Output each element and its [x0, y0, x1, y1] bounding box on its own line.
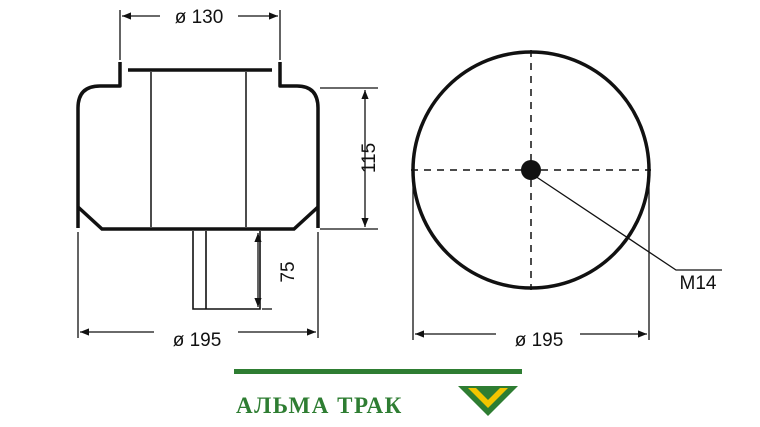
bellow-outline [76, 62, 320, 228]
leader-line-thread [534, 175, 722, 271]
dim-height: 115 [359, 143, 380, 173]
dim-top-diameter: ø 130 [175, 7, 224, 28]
brand-rule [234, 369, 522, 374]
side-view [76, 10, 378, 338]
dim-bottom-diameter-side: ø 195 [173, 330, 222, 351]
mounting-stud [192, 231, 261, 310]
chevron-logo-icon [458, 386, 518, 416]
dim-bottom-diameter-top: ø 195 [515, 330, 564, 351]
dim-stud-length: 75 [278, 261, 299, 282]
top-view [411, 50, 722, 340]
brand-name: АЛЬМА ТРАК [236, 393, 403, 418]
brand-block: АЛЬМА ТРАК [234, 369, 522, 418]
piston-bottom [76, 205, 320, 231]
dim-thread: M14 [680, 273, 717, 294]
thread-stud-icon [521, 160, 541, 180]
